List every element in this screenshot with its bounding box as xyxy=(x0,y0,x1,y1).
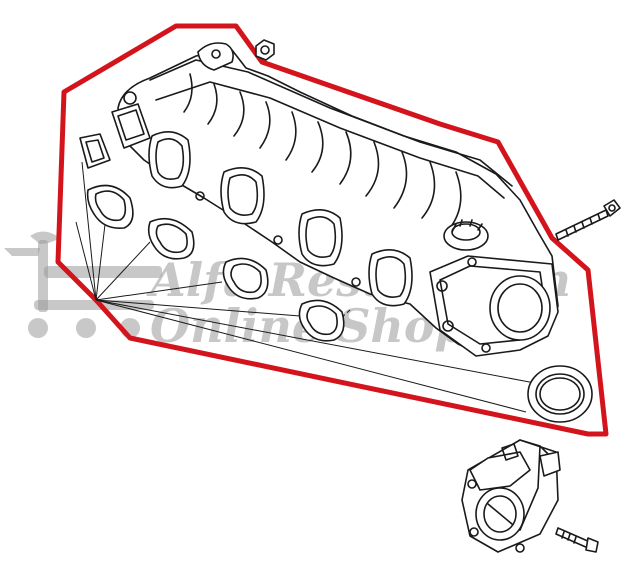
explosion-guide-lines xyxy=(75,161,541,413)
throttle-flange xyxy=(429,255,559,357)
port-gaskets xyxy=(86,184,345,342)
port-gasket-2 xyxy=(147,217,195,260)
square-gasket xyxy=(79,133,111,169)
long-stud-bolt xyxy=(555,199,621,241)
sensor-cap xyxy=(443,219,489,251)
runner-ribs xyxy=(183,73,462,229)
port-gasket-4 xyxy=(298,299,345,342)
round-seal-ring xyxy=(527,365,593,423)
port-gasket-1 xyxy=(86,184,134,230)
port-gasket-3 xyxy=(222,257,269,300)
nut xyxy=(255,39,275,61)
throttle-body xyxy=(461,439,561,553)
intake-manifold xyxy=(111,42,559,357)
port-openings xyxy=(148,131,413,307)
highlight-outline xyxy=(55,23,609,437)
short-bolt xyxy=(555,527,599,553)
